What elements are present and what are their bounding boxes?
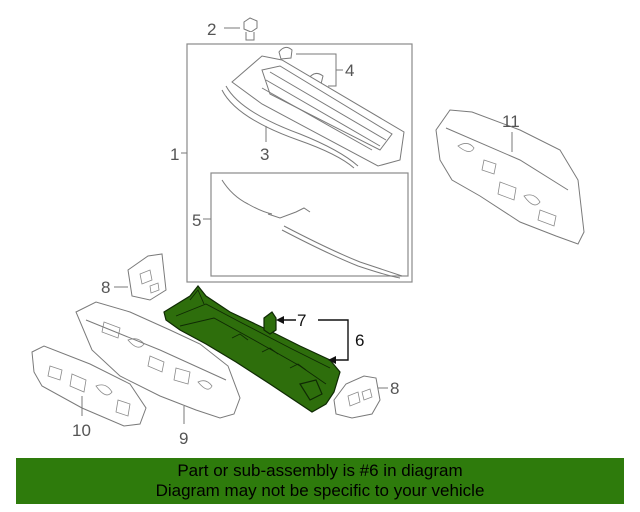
callout-11: 11 — [502, 112, 520, 131]
info-banner: Part or sub-assembly is #6 in diagram Di… — [16, 458, 624, 504]
callout-8-right: 8 — [390, 379, 399, 398]
callout-9: 9 — [179, 429, 188, 448]
part-9-cowl-lower — [75, 301, 241, 419]
callout-8-left: 8 — [101, 278, 110, 297]
callout-1: 1 — [170, 145, 179, 164]
part-5-hose — [221, 179, 403, 279]
callout-4: 4 — [345, 61, 354, 80]
part-8-bracket-left — [127, 253, 167, 301]
sub-box-5 — [210, 172, 409, 277]
callout-7: 7 — [297, 311, 306, 330]
callout-5: 5 — [192, 211, 201, 230]
leader-6-arrow — [328, 356, 336, 364]
part-8-bracket-right — [333, 375, 381, 419]
banner-line-1: Part or sub-assembly is #6 in diagram — [177, 461, 463, 480]
part-6-cowl-assembly — [163, 285, 341, 413]
leader-6 — [318, 319, 349, 361]
callout-2: 2 — [207, 20, 216, 39]
part-3-cowl-panel — [221, 55, 405, 169]
part-11-dash-panel — [435, 109, 585, 245]
part-10-insulator — [31, 345, 147, 427]
callout-3: 3 — [260, 145, 269, 164]
banner-line-2: Diagram may not be specific to your vehi… — [155, 481, 485, 500]
part-7-bracket — [263, 311, 277, 335]
part-2-bolt — [243, 17, 258, 41]
callout-10: 10 — [72, 421, 91, 440]
leader-7-arrow — [276, 316, 284, 324]
callout-6: 6 — [355, 331, 364, 350]
assembly-1-box — [186, 43, 413, 283]
